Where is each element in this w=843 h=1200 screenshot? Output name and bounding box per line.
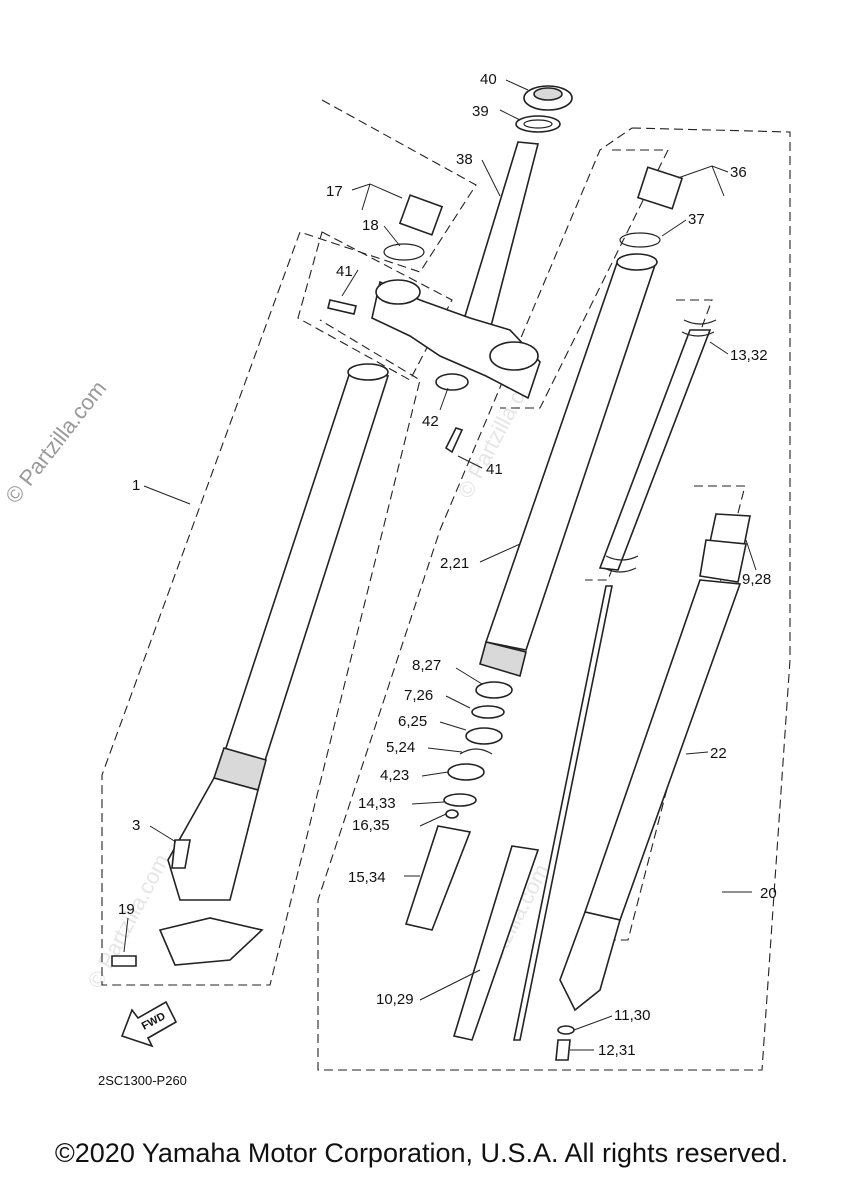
watermark-text: © Partzilla.com <box>0 376 111 508</box>
callout-12-31: 12,31 <box>598 1042 636 1059</box>
callout-38: 38 <box>456 151 473 168</box>
callout-37: 37 <box>688 211 705 228</box>
copyright-notice: ©2020 Yamaha Motor Corporation, U.S.A. A… <box>54 1138 789 1168</box>
svg-text:© Partzilla.com: © Partzilla.com <box>82 850 174 993</box>
callout-4-23: 4,23 <box>380 767 409 784</box>
callout-39: 39 <box>472 103 489 120</box>
callout-7-26: 7,26 <box>404 687 433 704</box>
callout-18: 18 <box>362 217 379 234</box>
callout-11-30: 11,30 <box>614 1007 650 1024</box>
callout-2-21: 2,21 <box>440 555 469 572</box>
callout-9-28: 9,28 <box>742 571 771 588</box>
front-fork-exploded-diagram: © Partzilla.com © Partzilla.com © Partzi… <box>0 71 791 1088</box>
faint-watermarks: © Partzilla.com © Partzilla.com © Partzi… <box>82 360 554 1003</box>
callout-14-33: 14,33 <box>358 795 396 812</box>
callout-36: 36 <box>730 164 747 181</box>
callout-16-35: 16,35 <box>352 817 390 834</box>
callout-3: 3 <box>132 817 140 834</box>
callout-10-29: 10,29 <box>376 991 414 1008</box>
callout-6-25: 6,25 <box>398 713 427 730</box>
callout-17: 17 <box>326 183 343 200</box>
callout-15-34: 15,34 <box>348 869 386 886</box>
callout-5-24: 5,24 <box>386 739 415 756</box>
callout-22: 22 <box>710 745 727 762</box>
diagram-code: 2SC1300-P260 <box>98 1073 187 1088</box>
fwd-arrow-icon <box>120 1000 178 1048</box>
callout-42: 42 <box>422 413 439 430</box>
parts-line-art <box>111 85 751 1061</box>
callout-40: 40 <box>480 71 497 88</box>
callout-8-27: 8,27 <box>412 657 441 674</box>
callout-13-32: 13,32 <box>730 347 768 364</box>
callout-19: 19 <box>118 901 135 918</box>
callout-1: 1 <box>132 477 140 494</box>
leader-lines <box>123 79 757 1051</box>
callout-41-upper: 41 <box>336 263 353 280</box>
callout-20: 20 <box>760 885 777 902</box>
callout-41-lower: 41 <box>486 461 503 478</box>
callout-labels: 40 39 38 17 18 41 42 41 36 37 13,32 1 2,… <box>118 71 777 1059</box>
